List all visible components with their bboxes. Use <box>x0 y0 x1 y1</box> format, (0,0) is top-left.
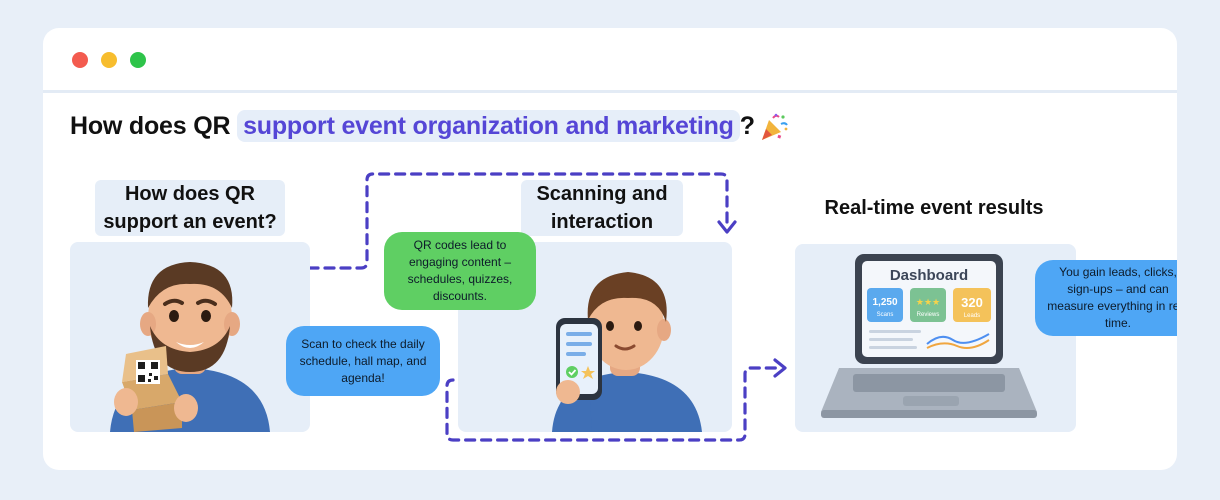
dashboard-tiles: 1,250 Scans ★★★ Reviews 320 Leads <box>867 288 991 322</box>
titlebar-divider <box>43 90 1177 93</box>
tile-scans-value: 1,250 <box>872 297 897 308</box>
step-3-label: Real-time event results <box>824 197 1044 219</box>
man-holding-qr-box-illustration <box>110 262 270 432</box>
tile-leads-caption: Leads <box>964 313 980 319</box>
step-3-panel: Dashboard 1,250 Scans ★★★ Reviews 320 Le… <box>795 244 1076 432</box>
step-3-bubble-text: You gain leads, clicks, sign-ups – and c… <box>1047 265 1177 330</box>
tile-leads-value: 320 <box>961 295 983 310</box>
tile-reviews-value: ★★★ <box>916 298 940 308</box>
step-1-speech-bubble: Scan to check the daily schedule, hall m… <box>286 326 440 396</box>
step-1-bubble-text: Scan to check the daily schedule, hall m… <box>299 336 427 385</box>
step-2-label: Scanning and interaction <box>521 180 683 236</box>
step-1-panel <box>70 242 310 432</box>
title-highlight: support event organization and marketing <box>237 110 740 142</box>
step-2-bubble-text: QR codes lead to engaging content – sche… <box>407 238 513 303</box>
title-suffix: ? <box>739 112 755 140</box>
browser-window: How does QR support event organization a… <box>43 28 1177 470</box>
step-3-speech-bubble: You gain leads, clicks, sign-ups – and c… <box>1035 260 1177 336</box>
laptop-dashboard-illustration: Dashboard 1,250 Scans ★★★ Reviews 320 Le… <box>821 254 1037 418</box>
tile-reviews-caption: Reviews <box>917 312 940 318</box>
close-dot-icon[interactable] <box>72 52 88 68</box>
step-2-speech-bubble: QR codes lead to engaging content – sche… <box>384 232 536 310</box>
man-holding-phone-illustration <box>552 272 702 432</box>
step-1-label: How does QR support an event? <box>95 180 285 236</box>
page-title: How does QR support event organization a… <box>70 110 789 142</box>
dashboard-title: Dashboard <box>890 267 968 284</box>
tile-scans-caption: Scans <box>877 312 894 318</box>
title-prefix: How does QR <box>70 112 238 140</box>
party-popper-icon <box>759 112 789 142</box>
maximize-dot-icon[interactable] <box>130 52 146 68</box>
window-controls <box>72 52 146 68</box>
minimize-dot-icon[interactable] <box>101 52 117 68</box>
